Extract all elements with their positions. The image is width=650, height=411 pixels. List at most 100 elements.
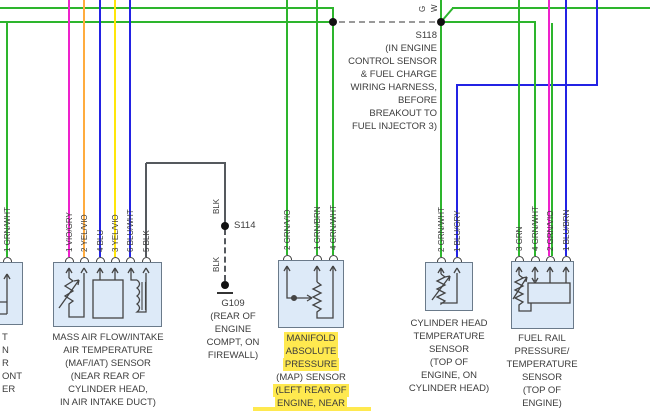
wire-segment-blue: [565, 0, 567, 256]
wire-pin-label: 6 BLU/WHT: [126, 209, 135, 252]
g109-note-line: (REAR OF: [210, 311, 256, 322]
left-sensor-caption-fragment-line: N: [2, 345, 9, 356]
s118-note-line: S118: [415, 30, 437, 41]
connector-pin-arc: [65, 257, 74, 262]
left-partial-sensor-box: [0, 262, 23, 325]
maf-caption-line: CYLINDER HEAD,: [68, 384, 148, 395]
wire-segment-orange: [83, 0, 85, 257]
maf-caption-line: IN AIR INTAKE DUCT): [60, 397, 156, 408]
fuel-caption-line: PRESSURE/: [514, 346, 570, 357]
wire-pin-label: 1 GRN/WHT: [3, 207, 12, 252]
connector-pin-arc: [283, 255, 292, 260]
wire-segment-blue: [457, 84, 598, 86]
wire-pin-label: 3 YEL/VIO: [111, 214, 120, 252]
connector-pin-arc: [111, 257, 120, 262]
map-caption-line: ENGINE, NEAR: [274, 397, 348, 410]
s118-note-line: WIRING HARNESS,: [350, 82, 437, 93]
cht-internal-circuit: [431, 267, 461, 306]
connector-pin-arc: [142, 257, 151, 262]
wire-segment-green: [452, 7, 650, 9]
wire-pin-label: 4 BLU: [96, 229, 105, 252]
map-caption-line: (MAP) SENSOR: [276, 372, 346, 383]
wire-pin-label: 1 BLU/GRY: [453, 210, 462, 252]
fuel-caption-line: ENGINE): [522, 398, 562, 409]
map-internal-circuit: [283, 265, 337, 319]
map-caption-line: (LEFT REAR OF: [273, 384, 349, 397]
wire-segment-dash: [339, 21, 435, 23]
wire-segment-green: [551, 23, 553, 256]
wire-segment-blk: [145, 163, 147, 257]
connector-pin-arc: [126, 257, 135, 262]
cht-caption-line: CYLINDER HEAD: [410, 318, 488, 329]
connector-pin-arc: [453, 257, 462, 262]
wire-segment-green: [0, 21, 331, 23]
cht-caption-line: SENSOR: [428, 344, 470, 355]
fuel-caption-line: FUEL RAIL: [518, 333, 566, 344]
left-sensor-caption-fragment-line: T: [2, 332, 8, 343]
cht-caption-line: (TOP OF: [429, 357, 469, 368]
wire-segment-blk: [224, 163, 226, 223]
wire-segment-blue: [129, 0, 131, 257]
wire-segment-green: [0, 7, 334, 9]
connector-pin-arc: [3, 257, 12, 262]
left-sensor-internal-circuit: [0, 273, 11, 315]
connector-pin-arc: [531, 256, 540, 261]
wire-segment-blk: [224, 229, 226, 281]
connector-pin-arc: [329, 255, 338, 260]
g109-note-line: COMPT, ON: [206, 337, 260, 348]
connector-pin-arc: [96, 257, 105, 262]
wire-pin-label: 2 GRN/VIO: [283, 209, 292, 250]
wire-pin-label: BLK: [212, 198, 221, 214]
maf-internal-circuit: [58, 267, 150, 319]
left-sensor-caption-fragment-line: ER: [2, 384, 16, 395]
wire-segment-magenta: [548, 0, 550, 256]
wire-segment-blk: [146, 162, 226, 164]
wire-pin-label: 2 GRN/VIO: [546, 210, 555, 251]
connector-pin-arc: [313, 255, 322, 260]
map-caption-line: ABSOLUTE: [283, 345, 339, 358]
connector-pin-arc: [546, 256, 555, 261]
wire-pin-label: BLK: [212, 256, 221, 272]
s118-note-line: BREAKOUT TO: [369, 108, 437, 119]
wire-pin-label: 4 GRN/WHT: [329, 205, 338, 250]
wire-segment-magenta: [68, 0, 70, 257]
map-caption-line: MANIFOLD: [284, 332, 338, 345]
wire-pin-label: W: [430, 4, 439, 12]
splice-dot: [437, 18, 445, 26]
connector-pin-arc: [437, 257, 446, 262]
map-caption-line: PRESSURE: [282, 358, 340, 371]
s118-note-line: CONTROL SENSOR: [348, 56, 437, 67]
wire-segment-green: [6, 22, 8, 257]
maf-caption-line: MASS AIR FLOW/INTAKE: [52, 332, 164, 343]
wire-segment-yellow: [114, 0, 116, 257]
maf-caption-line: (MAF/IAT) SENSOR: [65, 358, 151, 369]
wire-pin-label: 5 BLK: [142, 230, 151, 252]
wire-pin-label: 1 GRN/BRN: [313, 206, 322, 250]
cht-caption-line: TEMPERATURE: [413, 331, 485, 342]
fuel-caption-line: (TOP OF: [522, 385, 562, 396]
connector-pin-arc: [80, 257, 89, 262]
splice-dot: [221, 281, 229, 289]
splice-dot: [329, 18, 337, 26]
left-sensor-caption-fragment-line: ONT: [2, 371, 23, 382]
ground-symbol: [217, 292, 233, 294]
s114-label: S114: [234, 220, 256, 231]
wire-pin-label: 2 GRN/WHT: [437, 207, 446, 252]
g109-note-line: FIREWALL): [207, 350, 259, 361]
fuel-caption-line: SENSOR: [521, 372, 563, 383]
wire-segment-green: [286, 0, 288, 255]
wire-pin-label: 1 BLU/BRN: [562, 209, 571, 251]
wire-pin-label: G: [418, 5, 427, 12]
wire-segment-blue: [456, 84, 458, 257]
maf-caption-line: (NEAR REAR OF: [70, 371, 146, 382]
splice-dot: [221, 222, 229, 230]
fuel-rail-internal-circuit: [512, 266, 571, 312]
wire-segment-green: [443, 21, 536, 23]
